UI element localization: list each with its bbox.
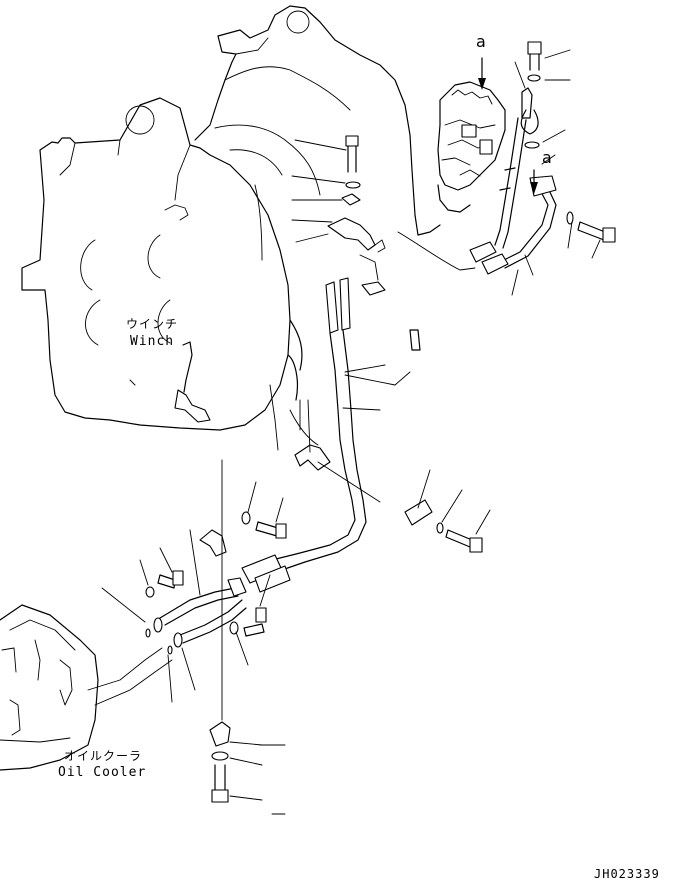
reference-a-right: a (542, 148, 552, 167)
drawing-code: JH023339 (594, 867, 660, 881)
reference-arrows (478, 57, 538, 194)
oil-cooler-label-en: Oil Cooler (58, 765, 147, 780)
mid-brackets (174, 341, 483, 553)
winch-housing (21, 97, 291, 431)
valve-hoses (397, 117, 616, 275)
cooler-pipes (145, 511, 287, 655)
control-valve (437, 81, 506, 213)
valve-bolts (520, 41, 542, 149)
winch-label-en: Winch (130, 334, 175, 349)
bottom-clamp (209, 459, 231, 803)
leader-lines (101, 49, 601, 815)
transmission-housing (194, 5, 441, 451)
reference-a-top: a (476, 32, 486, 51)
oil-cooler-label-ja: オイルクーラ (64, 749, 143, 763)
center-clamp (327, 135, 386, 296)
winch-label-ja: ウインチ (126, 317, 179, 331)
oil-cooler (0, 604, 173, 771)
long-hose (241, 277, 367, 593)
